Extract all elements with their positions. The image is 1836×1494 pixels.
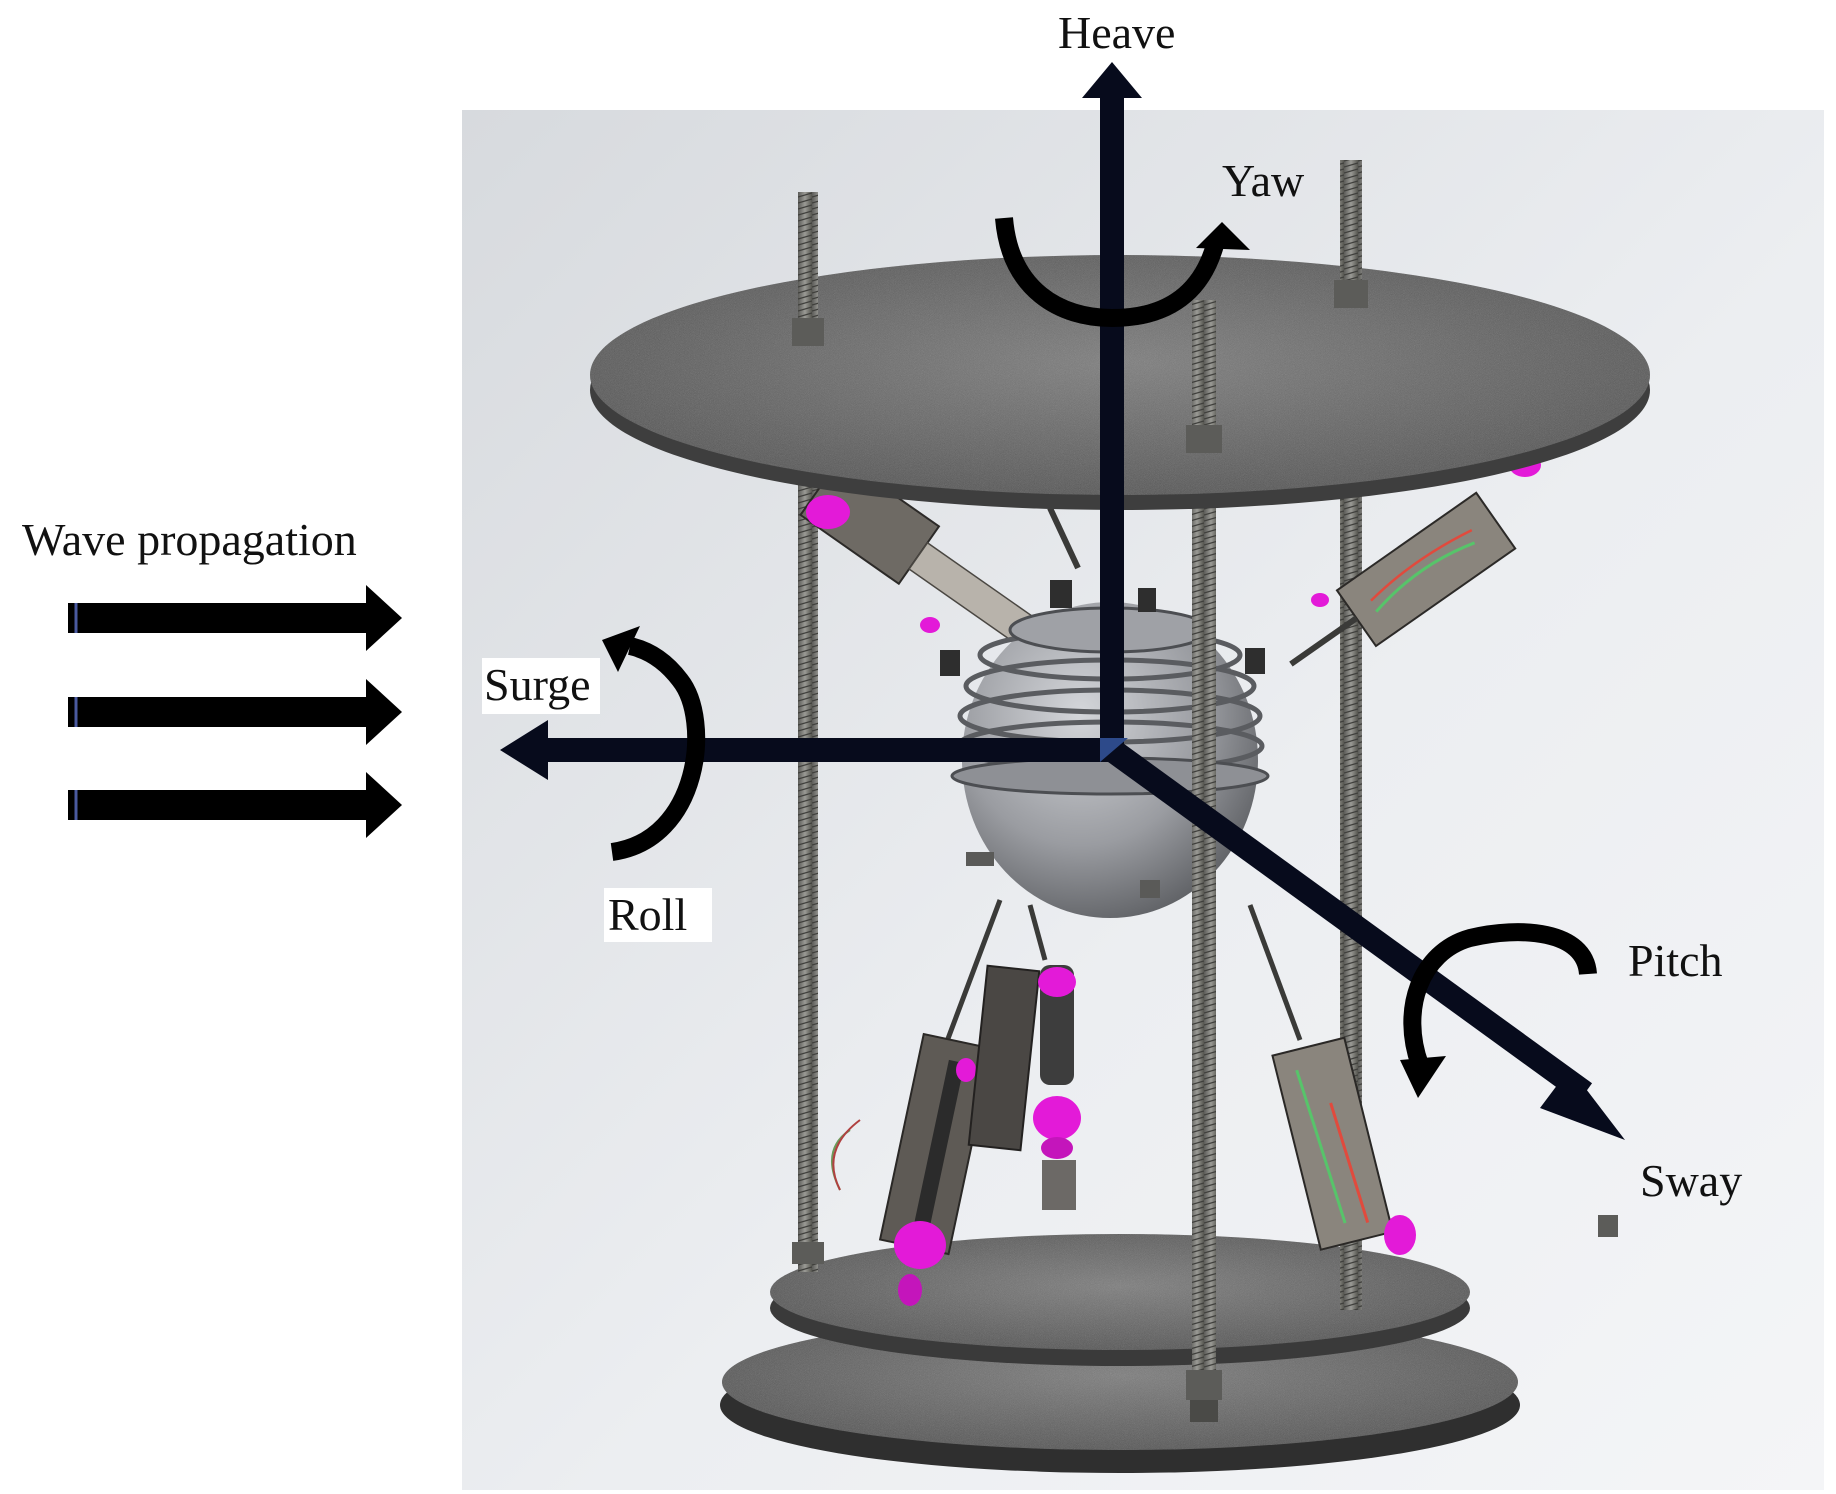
axis-labels: Heave Yaw Surge Roll Pitch Sway: [482, 7, 1742, 1206]
sway-label: Sway: [1640, 1155, 1742, 1206]
arrow-right-icon: [68, 585, 402, 651]
pitch-rotation-arrow: [1400, 923, 1597, 1098]
yaw-label: Yaw: [1222, 155, 1305, 206]
surge-label: Surge: [484, 659, 591, 710]
sway-axis-arrow: [1104, 740, 1625, 1140]
arrow-right-icon: [68, 772, 402, 838]
coordinate-axes: [500, 62, 1625, 1140]
heave-axis-arrow: [1082, 62, 1142, 750]
heave-label: Heave: [1058, 7, 1175, 58]
roll-rotation-arrow: [602, 626, 706, 861]
pitch-label: Pitch: [1628, 935, 1723, 986]
axes-origin: [1100, 738, 1128, 762]
surge-axis-arrow: [500, 720, 1112, 780]
base-plate: [720, 1234, 1520, 1473]
yaw-rotation-arrow: [995, 217, 1250, 328]
wave-propagation-group: Wave propagation: [22, 514, 402, 838]
arrow-right-icon: [68, 679, 402, 745]
roll-label: Roll: [608, 889, 687, 940]
lower-actuators: [831, 899, 1416, 1306]
wave-propagation-label: Wave propagation: [22, 514, 357, 565]
